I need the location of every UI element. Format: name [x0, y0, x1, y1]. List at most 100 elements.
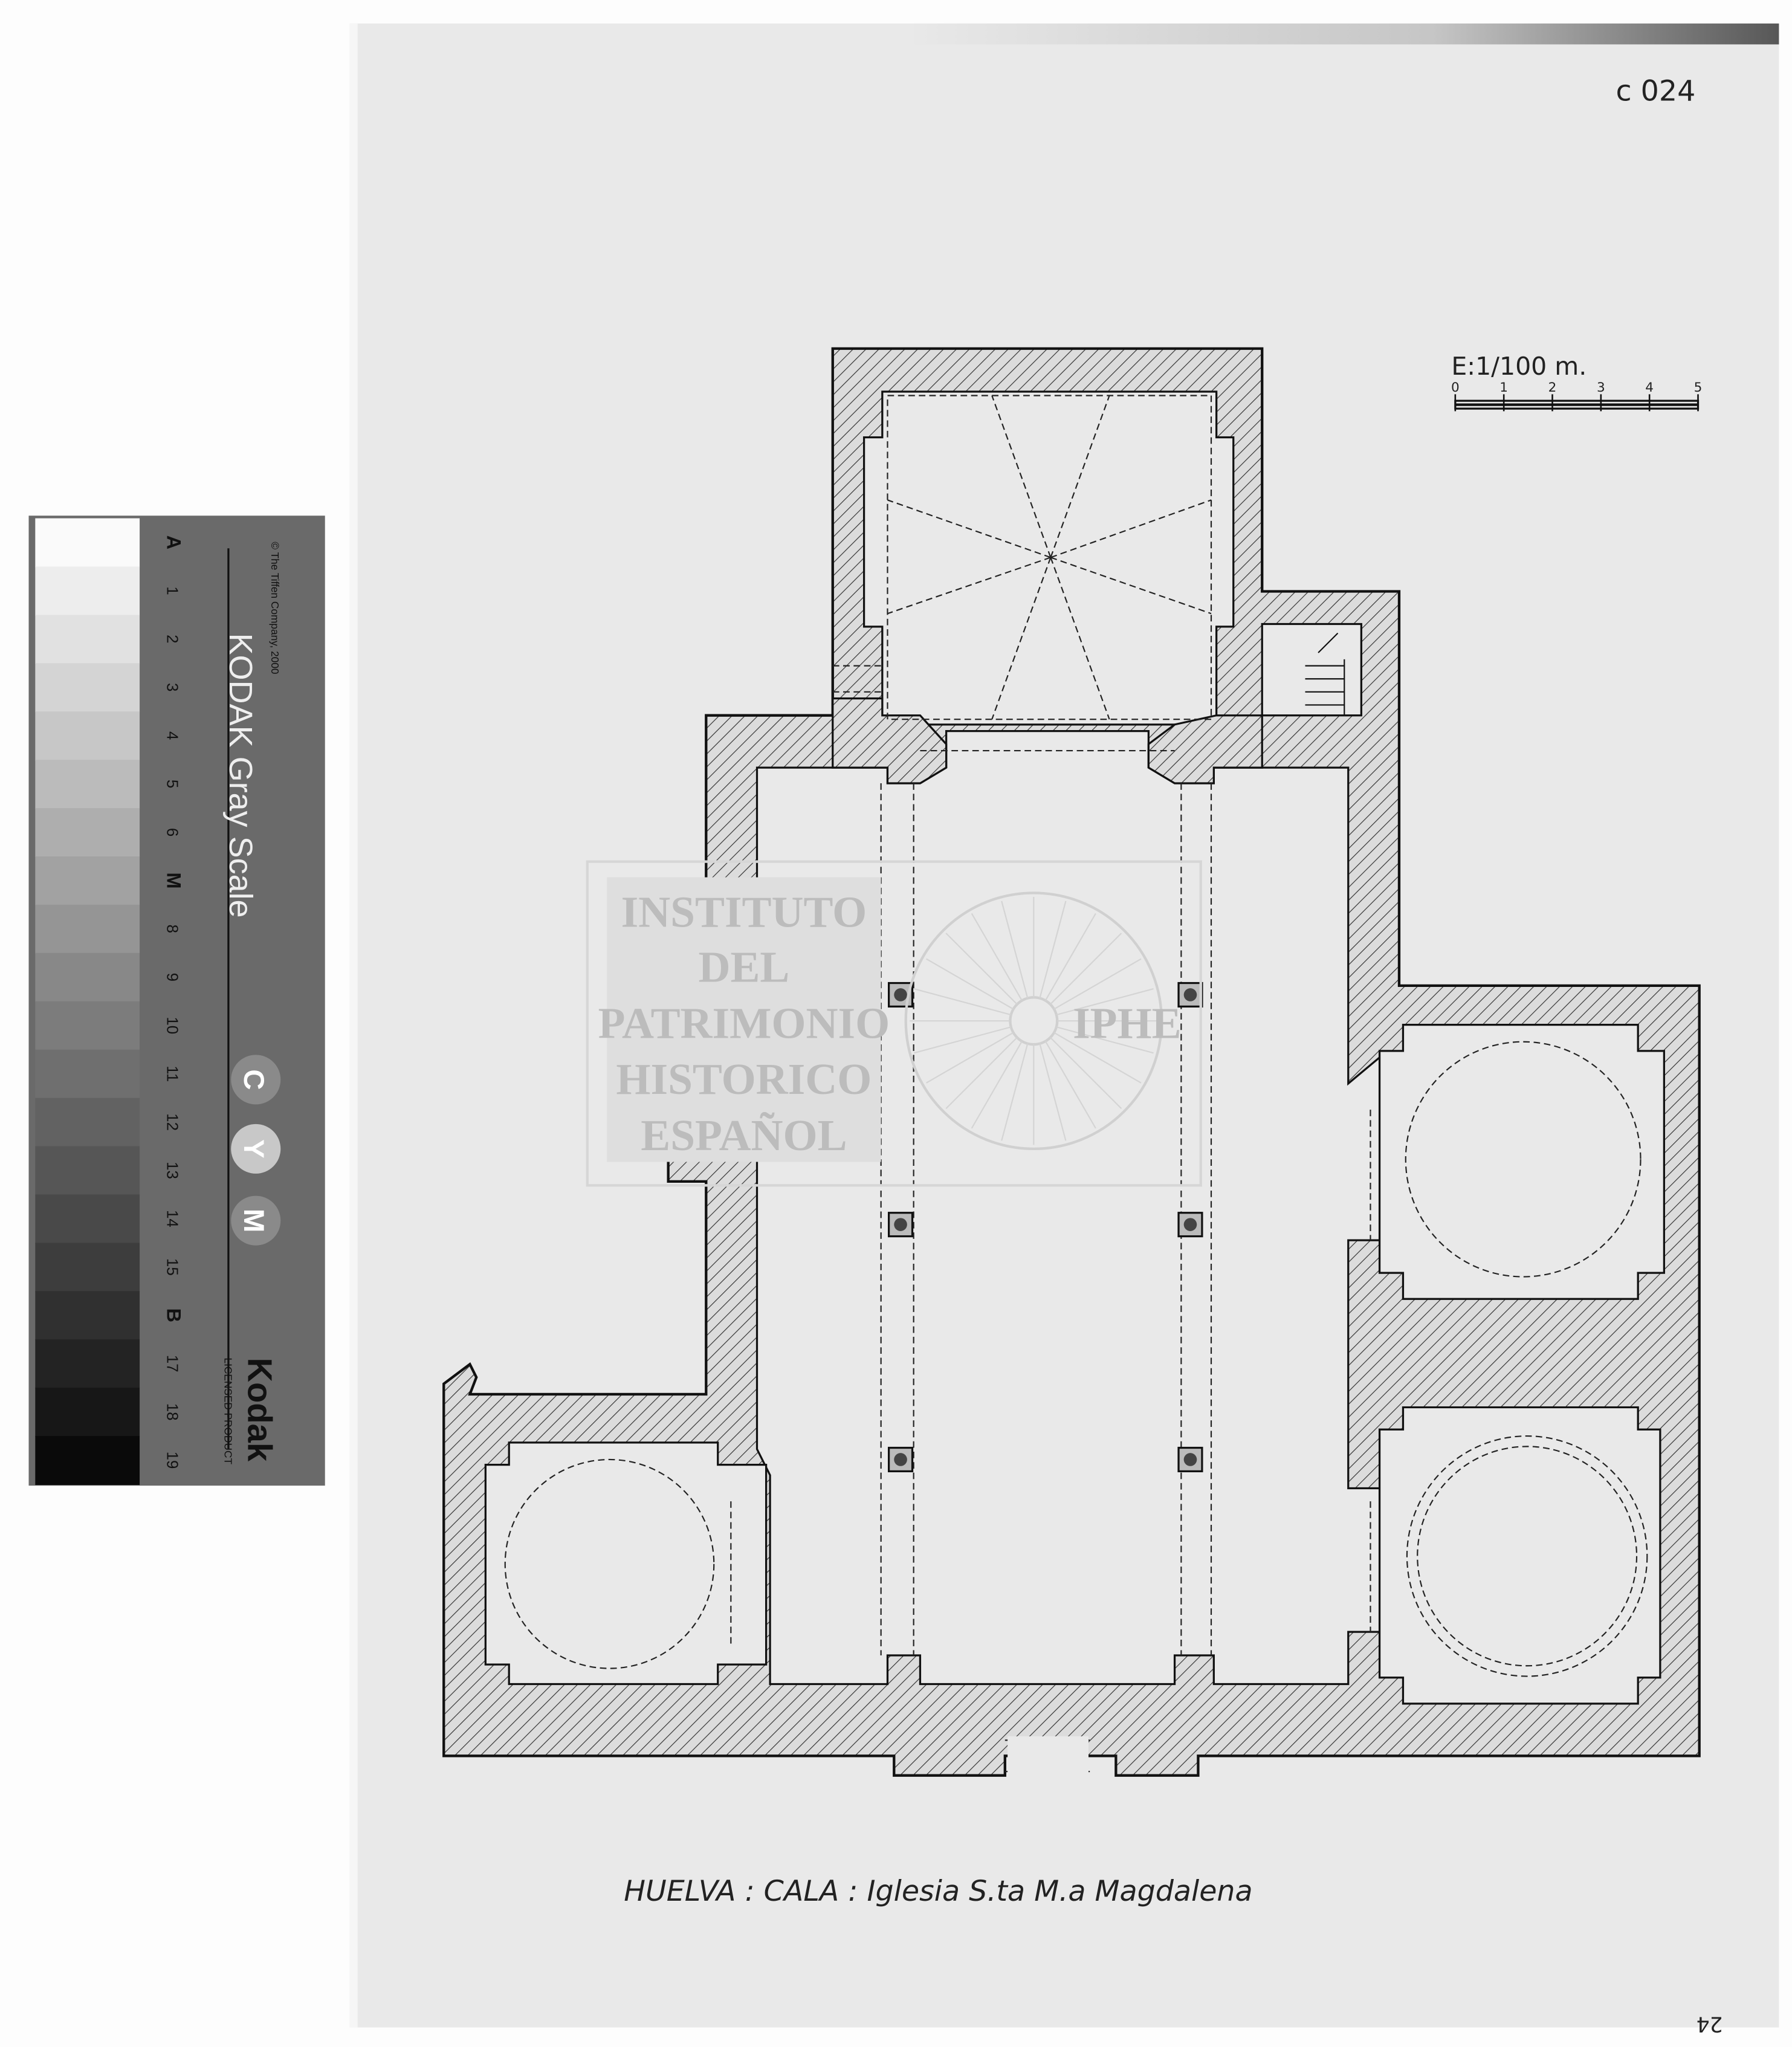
- watermark-line: HISTORICO: [616, 1055, 872, 1104]
- gray-patch: [35, 1291, 140, 1340]
- card-title: KODAK Gray Scale: [222, 633, 259, 918]
- gray-patch: [35, 615, 140, 664]
- watermark-ray: [1044, 913, 1096, 1001]
- dome-left: [504, 1458, 715, 1669]
- scale-tick-label: 4: [1645, 380, 1654, 395]
- color-mark-c: C: [238, 1069, 270, 1090]
- column-core: [1183, 988, 1197, 1001]
- watermark-ray: [945, 933, 1018, 1005]
- watermark-line: INSTITUTO: [621, 888, 867, 937]
- patch-label: M: [163, 872, 184, 888]
- watermark-ray: [945, 1036, 1018, 1110]
- gray-patch: [35, 1194, 140, 1244]
- watermark-line: ESPAÑOL: [641, 1111, 847, 1160]
- drawing-caption: HUELVA : CALA : Iglesia S.ta M.a Magdale…: [624, 1875, 1252, 1908]
- vault-rib: [991, 557, 1052, 720]
- watermark-line: PATRIMONIO: [598, 998, 890, 1047]
- watermark-ray: [926, 1032, 1014, 1084]
- watermark-ray: [1039, 1043, 1067, 1141]
- vault-rib: [991, 395, 1052, 558]
- scale-label: E:1/100 m.: [1451, 352, 1587, 381]
- patch-label: 8: [163, 925, 180, 933]
- dome-right-lower: [1406, 1435, 1648, 1677]
- patch-label: 17: [163, 1355, 180, 1373]
- gray-patch: [35, 663, 140, 713]
- gray-patch: [35, 808, 140, 858]
- column-core: [894, 988, 907, 1001]
- column-core: [894, 1453, 907, 1466]
- chapel-right-upper: [1378, 1024, 1665, 1300]
- watermark-ray: [1053, 958, 1142, 1010]
- patch-label: 4: [163, 731, 180, 740]
- license-text: LICENSED PRODUCT: [222, 1357, 234, 1464]
- gray-patch: [35, 1436, 140, 1486]
- gray-patch: [35, 1339, 140, 1389]
- patch-label: 3: [163, 683, 180, 691]
- catalog-code: c 024: [1616, 74, 1695, 108]
- watermark-ray: [1039, 901, 1067, 998]
- watermark-line: DEL: [698, 942, 789, 991]
- column-core: [1183, 1218, 1197, 1231]
- patch-label: 1: [163, 586, 180, 595]
- scale-tick-label: 5: [1694, 380, 1703, 395]
- color-mark-m: M: [238, 1209, 270, 1233]
- watermark-ray: [1001, 901, 1029, 998]
- church-floor-plan: [442, 347, 1701, 1779]
- dome-right-lower-inner: [1417, 1446, 1638, 1667]
- gray-patch: [35, 952, 140, 1002]
- vault-rib: [887, 499, 1051, 558]
- patch-label: 18: [163, 1403, 180, 1421]
- column-core: [1183, 1453, 1197, 1466]
- watermark-ray: [913, 988, 1012, 1016]
- gray-patch: [35, 904, 140, 954]
- patch-label: 14: [163, 1210, 180, 1227]
- card-copyright: © The Tiffen Company, 2000: [269, 542, 281, 674]
- column: [1177, 1212, 1203, 1238]
- kodak-logo: Kodak: [241, 1357, 279, 1461]
- patch-label: 5: [163, 780, 180, 788]
- vault-rib: [1050, 395, 1110, 558]
- gray-patch: [35, 1098, 140, 1147]
- patch-label: 19: [163, 1452, 180, 1469]
- patch-label: 12: [163, 1113, 180, 1131]
- gray-patch: [35, 1388, 140, 1437]
- scale-tick-label: 3: [1597, 380, 1605, 395]
- watermark-ray: [926, 958, 1014, 1010]
- apse-vault-outline: [887, 395, 1212, 720]
- scale-tick-label: 2: [1548, 380, 1557, 395]
- patch-label: 11: [163, 1066, 180, 1082]
- color-marks: C Y M: [231, 1055, 281, 1246]
- patch-label: 10: [163, 1017, 180, 1034]
- paper-left-edge: [349, 23, 358, 2028]
- watermark-ray: [1044, 1041, 1096, 1129]
- gray-patch: [35, 566, 140, 616]
- watermark-ray: [913, 1026, 1012, 1054]
- vault-rib: [1050, 557, 1212, 615]
- watermark-ray: [1056, 988, 1154, 1016]
- gray-patch: [35, 518, 140, 568]
- dome-right-upper: [1405, 1041, 1642, 1278]
- gray-patch: [35, 1243, 140, 1292]
- column: [888, 1446, 914, 1473]
- scale-tick-label: 1: [1499, 380, 1508, 395]
- main-entrance: [1008, 1736, 1089, 1779]
- watermark-ray: [971, 1041, 1023, 1129]
- vault-rib: [1050, 499, 1212, 558]
- chapel-left: [484, 1441, 768, 1686]
- nave-and-aisles: [755, 730, 1381, 1686]
- patch-label: 9: [163, 973, 180, 981]
- watermark-ray: [1001, 1043, 1029, 1141]
- patch-label: A: [163, 535, 184, 549]
- watermark-acronym: IPHE: [1073, 998, 1181, 1047]
- vault-rib: [1050, 557, 1110, 720]
- patch-label: 13: [163, 1162, 180, 1179]
- gray-patch: [35, 1049, 140, 1099]
- patch-label: 6: [163, 828, 180, 836]
- watermark-ray: [1053, 1032, 1142, 1084]
- watermark-ray: [1050, 933, 1122, 1005]
- patch-label: 2: [163, 635, 180, 643]
- watermark-ray: [1050, 1036, 1122, 1110]
